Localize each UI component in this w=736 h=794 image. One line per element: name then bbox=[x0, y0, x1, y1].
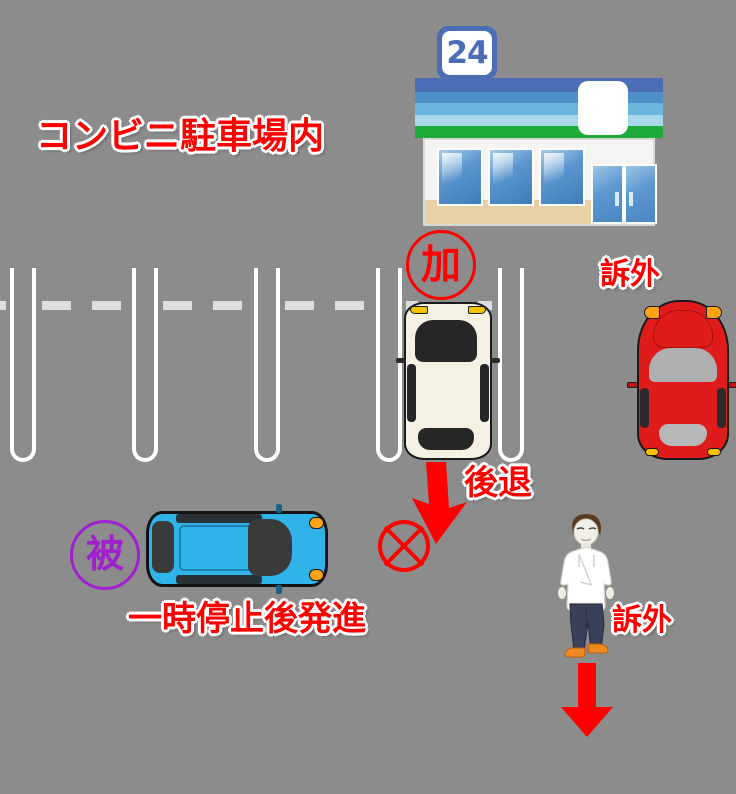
blue-car-door-bottom bbox=[176, 575, 262, 584]
blue-car-roof-outline bbox=[179, 525, 257, 571]
van-side-window-left bbox=[407, 364, 416, 422]
lane-dash bbox=[163, 301, 192, 310]
store-window bbox=[539, 148, 585, 206]
parking-stall-divider bbox=[254, 268, 280, 462]
red-sportscar bbox=[627, 300, 736, 460]
red-car-headlight-left bbox=[644, 306, 660, 319]
third-party-car-label: 訴外 bbox=[600, 258, 660, 291]
van-windshield bbox=[415, 320, 477, 362]
blue-car-mirror-top bbox=[276, 504, 282, 513]
convenience-store bbox=[415, 78, 663, 226]
store-awning-stripe bbox=[415, 115, 663, 126]
lane-dash bbox=[335, 301, 364, 310]
parking-stall-divider bbox=[376, 268, 402, 462]
lane-dash bbox=[0, 301, 6, 310]
parking-stall-divider bbox=[132, 268, 158, 462]
store-window bbox=[488, 148, 534, 206]
van-rear-window bbox=[418, 428, 474, 450]
lane-dash bbox=[42, 301, 71, 310]
pedestrian-figure bbox=[558, 514, 614, 658]
store-door-left bbox=[591, 164, 624, 224]
parking-stall-divider bbox=[498, 268, 524, 462]
blue-car-door-top bbox=[176, 514, 262, 523]
collision-point-icon bbox=[378, 520, 430, 572]
red-car-mirror-left bbox=[627, 382, 638, 388]
offender-badge-label: 加 bbox=[421, 243, 461, 287]
offender-badge: 加 bbox=[406, 230, 476, 300]
parking-area-label: コンビニ駐車場内 bbox=[36, 115, 325, 156]
van-headlight-left bbox=[410, 306, 428, 314]
red-car-rear-window bbox=[659, 424, 707, 446]
stop-then-start-label: 一時停止後発進 bbox=[128, 600, 366, 638]
third-party-person-label: 訴外 bbox=[612, 604, 672, 637]
pedestrian bbox=[553, 512, 619, 660]
lane-dash bbox=[285, 301, 314, 310]
victim-badge-label: 被 bbox=[85, 534, 124, 576]
pedestrian-direction-arrow bbox=[561, 663, 613, 737]
store-window bbox=[437, 148, 483, 206]
red-car-mirror-right bbox=[728, 382, 736, 388]
store-24h-sign: 24 bbox=[437, 26, 497, 104]
blue-car-mirror-bottom bbox=[276, 585, 282, 594]
red-car-windshield bbox=[649, 348, 717, 382]
red-car-hood-line bbox=[653, 310, 713, 348]
store-awning-stripe bbox=[415, 92, 663, 103]
reverse-motion-label: 後退 bbox=[464, 464, 532, 502]
store-door-right bbox=[624, 164, 657, 224]
van-mirror-left bbox=[396, 358, 406, 363]
van-reverse-arrow bbox=[412, 462, 467, 544]
blue-car-body bbox=[146, 511, 328, 587]
door-handle bbox=[629, 192, 633, 206]
red-car-headlight-right bbox=[706, 306, 722, 319]
van-side-window-right bbox=[480, 364, 489, 422]
parking-stall-divider bbox=[10, 268, 36, 462]
blue-car-windshield bbox=[248, 519, 292, 576]
lane-dash bbox=[92, 301, 121, 310]
van-headlight-right bbox=[468, 306, 486, 314]
door-handle bbox=[615, 192, 619, 206]
red-car-side-window-right bbox=[717, 388, 726, 428]
white-minivan bbox=[396, 302, 500, 460]
red-car-taillight-right bbox=[707, 448, 721, 456]
sign-24-label: 24 bbox=[446, 34, 488, 71]
red-car-side-window-left bbox=[640, 388, 649, 428]
blue-car-headlight-bottom bbox=[309, 569, 324, 581]
red-car-taillight-left bbox=[645, 448, 659, 456]
sign-face: 24 bbox=[442, 31, 492, 75]
lane-dash bbox=[213, 301, 242, 310]
victim-badge: 被 bbox=[70, 520, 140, 590]
van-mirror-right bbox=[490, 358, 500, 363]
blue-car-rear-window bbox=[152, 521, 174, 573]
store-logo-plate bbox=[578, 81, 628, 135]
blue-hatchback bbox=[146, 504, 328, 594]
blue-car-headlight-top bbox=[309, 517, 324, 529]
